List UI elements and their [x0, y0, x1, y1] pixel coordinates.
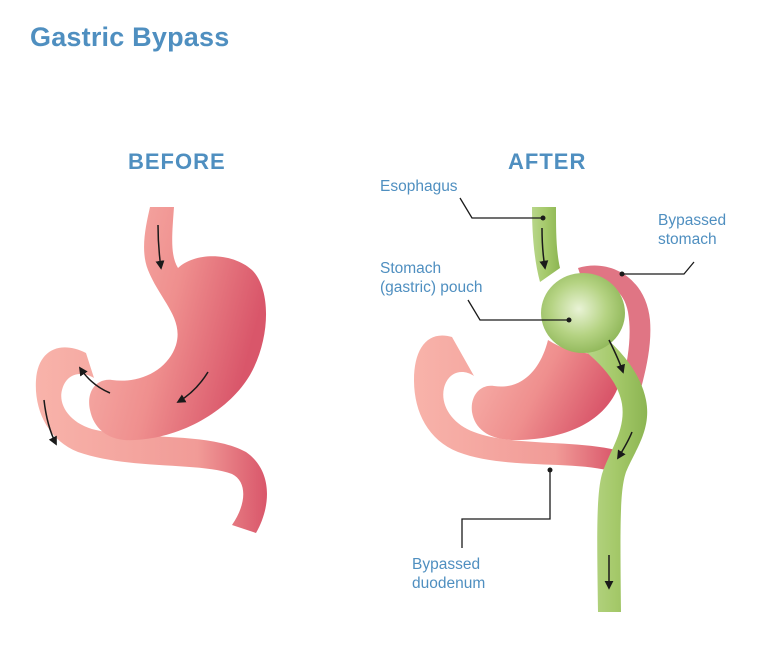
before-arrow-esophagus [155, 224, 165, 270]
leader-bypassed-stomach [622, 261, 695, 275]
after-stomach-group [414, 197, 695, 612]
after-gastric-pouch [541, 273, 625, 353]
before-intestine [35, 347, 267, 533]
after-esophagus [532, 207, 560, 282]
after-bypassed-stomach-body [471, 340, 621, 440]
before-arrow-pylorus [79, 366, 111, 394]
after-roux-limb [584, 330, 648, 612]
bypassed-stomach-label-line1: Bypassed [658, 212, 727, 229]
leader-pouch-dot [566, 317, 572, 323]
before-arrow-stomach [176, 371, 209, 403]
leader-pouch [467, 299, 569, 321]
after-intestine-loop [414, 335, 616, 472]
leader-duodenum-dot [547, 467, 553, 473]
after-heading: AFTER [508, 149, 587, 174]
diagram-title: Gastric Bypass [30, 22, 230, 52]
bypassed-duodenum-label-line1: Bypassed [412, 556, 481, 573]
before-arrow-intestine [43, 399, 57, 446]
esophagus-label: Esophagus [380, 178, 458, 195]
bypassed-duodenum-label-line2: duodenum [412, 575, 486, 592]
before-stomach-group [35, 207, 267, 533]
leader-esophagus [459, 197, 543, 219]
pouch-label-line1: Stomach [380, 260, 442, 277]
before-heading: BEFORE [128, 149, 226, 174]
leader-esophagus-dot [540, 215, 546, 221]
after-arrow-roux [617, 431, 633, 460]
pouch-label-line2: (gastric) pouch [380, 279, 483, 296]
leader-duodenum [461, 470, 551, 548]
after-arrow-esophagus [539, 227, 549, 270]
bypassed-stomach-label-line2: stomach [658, 231, 717, 248]
after-bypassed-stomach-fundus [578, 265, 651, 392]
leader-bypassed-stomach-dot [619, 271, 625, 277]
after-arrow-pouch-exit [608, 339, 625, 374]
before-stomach [89, 207, 267, 441]
